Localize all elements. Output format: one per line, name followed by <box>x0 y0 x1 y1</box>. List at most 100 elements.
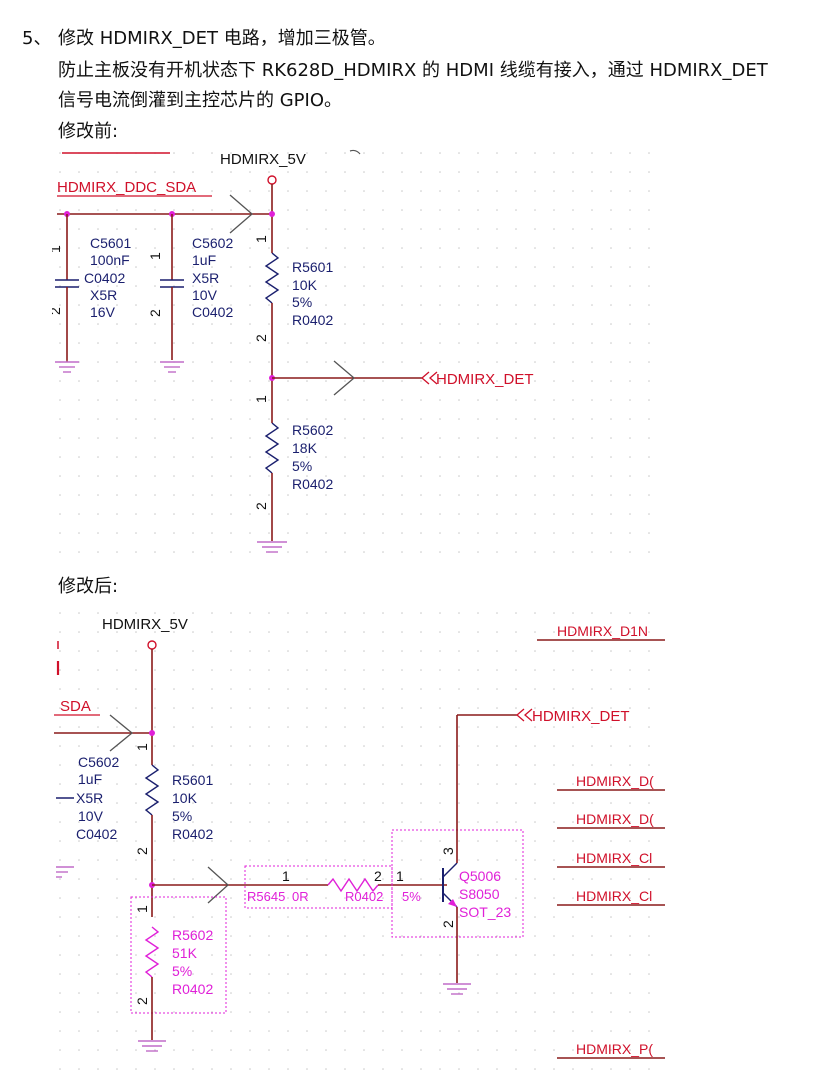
c5602-value: 1uF <box>78 771 102 787</box>
resistor-r5601 <box>264 252 280 304</box>
r5602-value: 18K <box>292 440 318 456</box>
c5602-voltage: 10V <box>78 808 104 824</box>
net-label-p: HDMIRX_P( <box>576 1041 653 1057</box>
det-port <box>421 371 430 385</box>
r5602-value: 51K <box>172 945 198 961</box>
c5601-pin-2: 2 <box>52 307 63 315</box>
r5645-value: 0R <box>292 889 309 904</box>
q5006-ref: Q5006 <box>459 868 501 884</box>
q5006-pin-2: 2 <box>440 920 456 928</box>
q5006-pin-1: 1 <box>396 868 404 884</box>
net-label-det: HDMIRX_DET <box>436 371 534 388</box>
r5645-package: R0402 <box>345 889 383 904</box>
net-label-clkn: HDMIRX_Cl <box>576 888 652 904</box>
r5601-ref: R5601 <box>292 259 333 275</box>
c5602-ref: C5602 <box>192 235 233 251</box>
ground-symbol <box>55 360 79 373</box>
r5602-pin-1: 1 <box>253 395 269 403</box>
r5601-package: R0402 <box>292 312 333 328</box>
paragraph-line-1: 防止主板没有开机状态下 RK628D_HDMIRX 的 HDMI 线缆有接入，通… <box>58 60 768 81</box>
ground-symbol <box>257 541 287 553</box>
r5602-ref: R5602 <box>292 422 333 438</box>
c5602-pin-2: 2 <box>147 309 163 317</box>
c5601-value: 100nF <box>90 252 130 268</box>
det-port <box>429 371 438 385</box>
resistor-r5602 <box>264 422 280 474</box>
c5602-dielectric: X5R <box>76 790 103 806</box>
ground-symbol <box>138 1040 166 1052</box>
after-label: 修改后: <box>58 576 119 597</box>
r5601-package: R0402 <box>172 826 213 842</box>
ground-symbol <box>443 983 471 995</box>
r5602-pin-1: 1 <box>134 905 150 913</box>
r5601-ref: R5601 <box>172 772 213 788</box>
net-label-det: HDMIRX_DET <box>532 708 630 725</box>
r5602-pin-2: 2 <box>134 997 150 1005</box>
r5602-ref: R5602 <box>172 927 213 943</box>
schematic-before: HDMIRX_5V HDMIRX_DDC_SDA C5601 100nF C04… <box>47 145 657 570</box>
rail-arrow <box>109 714 134 752</box>
r5601-tolerance: 5% <box>172 808 192 824</box>
q5006-part: S8050 <box>459 886 500 902</box>
r5602-package: R0402 <box>172 981 213 997</box>
c5601-ref: C5601 <box>90 235 131 251</box>
r5601-pin-1: 1 <box>253 235 269 243</box>
c5601-voltage: 16V <box>90 304 116 320</box>
net-label-sda: SDA <box>60 698 91 715</box>
r5602-tolerance: 5% <box>292 458 312 474</box>
q5006-emitter-arrow <box>448 899 457 907</box>
q5006-package: SOT_23 <box>459 904 511 920</box>
net-label-d1n: HDMIRX_D1N <box>557 623 648 639</box>
power-symbol-5v <box>147 640 157 650</box>
det-arrow <box>207 866 229 904</box>
ground-symbol <box>160 361 184 373</box>
ground-symbol <box>56 866 74 878</box>
resistor-r5602 <box>144 926 160 978</box>
net-label-5v: HDMIRX_5V <box>102 616 188 633</box>
junction <box>149 730 155 736</box>
heading-text: 修改 HDMIRX_DET 电路，增加三极管。 <box>58 28 386 49</box>
heading-number: 5、 <box>22 28 52 49</box>
c5602-ref: C5602 <box>78 754 119 770</box>
net-label-5v: HDMIRX_5V <box>220 151 306 168</box>
r5602-package: R0402 <box>292 476 333 492</box>
net-label-clkp: HDMIRX_Cl <box>576 850 652 866</box>
paragraph-line-2: 信号电流倒灌到主控芯片的 GPIO。 <box>58 90 342 111</box>
grid-dots <box>59 152 650 553</box>
r5601-value: 10K <box>292 277 318 293</box>
r5601-value: 10K <box>172 790 198 806</box>
det-port <box>524 708 533 722</box>
r5645-highlight-box <box>244 865 393 909</box>
det-arrow <box>333 360 356 396</box>
det-port <box>516 708 525 722</box>
schematic-after: HDMIRX_5V SDA C5602 1uF X5R 10V C0402 1 … <box>52 605 665 1075</box>
r5601-tolerance: 5% <box>292 294 312 310</box>
r5645-pin-2: 2 <box>374 868 382 884</box>
c5602-dielectric: X5R <box>192 270 219 286</box>
junction <box>269 211 275 217</box>
power-symbol-5v <box>267 175 277 185</box>
grid-dots <box>59 612 650 1070</box>
stray-mark <box>349 149 361 155</box>
rail-arrow <box>229 194 253 234</box>
net-label-d0p: HDMIRX_D( <box>576 773 654 789</box>
c5601-dielectric: X5R <box>90 287 117 303</box>
r5602-highlight-box <box>130 896 227 1014</box>
r5601-pin-2: 2 <box>253 334 269 342</box>
c5602-pin-1: 1 <box>147 252 163 260</box>
c5602-package: C0402 <box>192 304 233 320</box>
r5601-pin-1: 1 <box>134 743 150 751</box>
net-label-d0n: HDMIRX_D( <box>576 811 654 827</box>
resistor-r5645 <box>327 877 379 893</box>
r5645-ref: R5645 <box>247 889 285 904</box>
r5602-pin-2: 2 <box>253 502 269 510</box>
q5006-collector <box>442 862 458 878</box>
before-label: 修改前: <box>58 121 119 142</box>
c5601-package: C0402 <box>84 270 125 286</box>
r5602-tolerance: 5% <box>172 963 192 979</box>
net-label-ddc-sda: HDMIRX_DDC_SDA <box>57 179 196 196</box>
q5006-pin-3: 3 <box>440 847 456 855</box>
r5601-pin-2: 2 <box>134 847 150 855</box>
r5645-tolerance: 5% <box>402 889 421 904</box>
c5602-package: C0402 <box>76 826 117 842</box>
